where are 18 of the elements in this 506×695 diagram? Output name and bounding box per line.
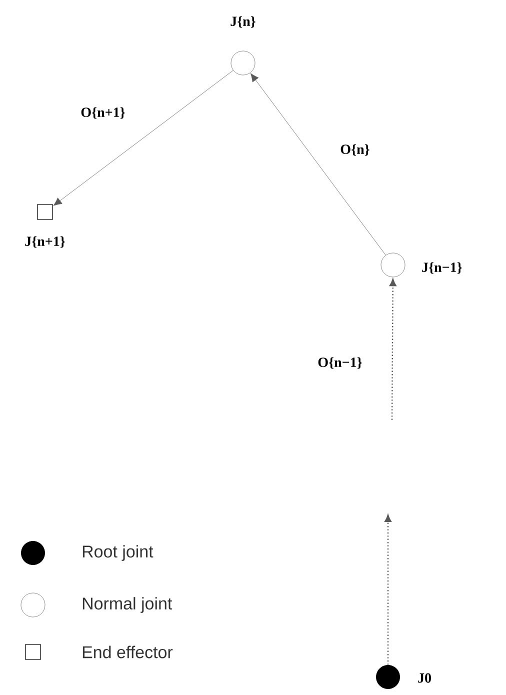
- arrow: [250, 73, 386, 256]
- node-label: J{n+1}: [25, 236, 65, 248]
- joint-node: J{n−1}: [380, 252, 462, 278]
- arrow: [384, 514, 392, 665]
- legend-label: Root joint: [82, 545, 154, 561]
- legend-label: End effector: [82, 646, 173, 658]
- joint-node: J{n+1}: [25, 204, 65, 248]
- edge-label: O{n}: [339, 143, 371, 157]
- node-label: J{n}: [230, 16, 256, 28]
- edge-label: O{n+1}: [80, 106, 126, 120]
- arrow: [389, 278, 396, 420]
- arrow: [53, 70, 234, 206]
- legend-label: Normal joint: [82, 597, 172, 613]
- joint-node: J{n}: [230, 16, 256, 76]
- node-label: J{n−1}: [422, 262, 462, 274]
- joint-node: J0: [376, 665, 431, 689]
- node-label: J0: [418, 673, 431, 683]
- edge-label: O{n−1}: [316, 356, 364, 370]
